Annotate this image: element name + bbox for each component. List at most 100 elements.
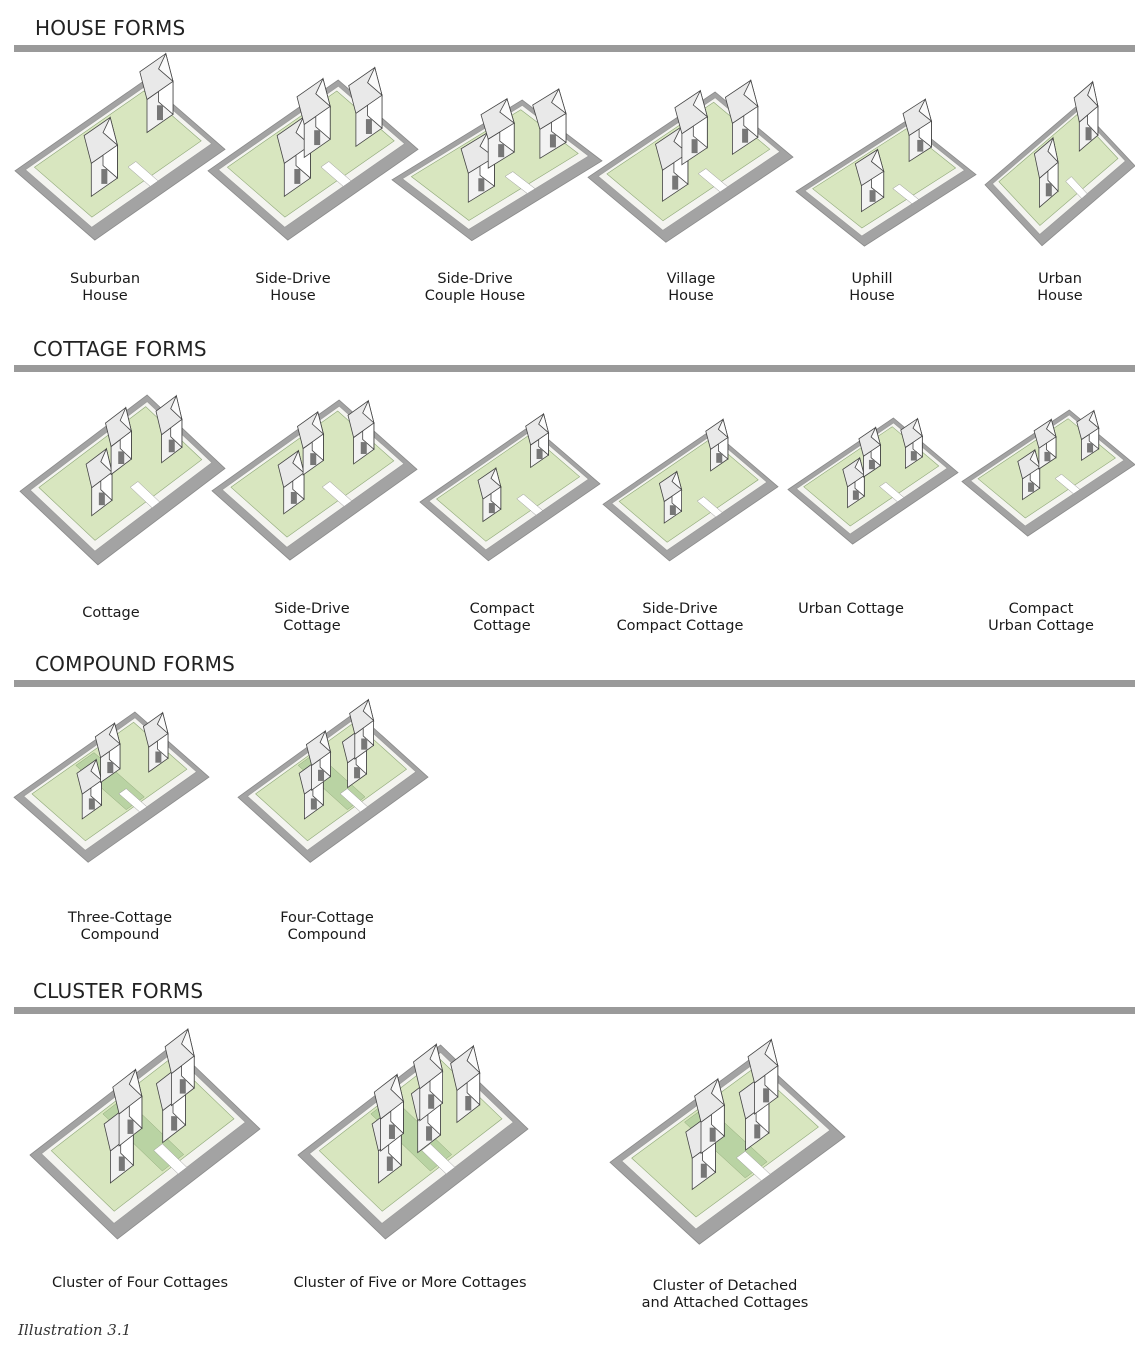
cluster-illustration	[609, 1038, 846, 1245]
house-window	[1085, 127, 1092, 141]
house-window	[168, 439, 175, 453]
house-window	[742, 128, 749, 143]
house-gable	[870, 426, 882, 446]
walkway	[696, 496, 723, 518]
house-gable	[102, 116, 119, 147]
house-window	[314, 130, 321, 146]
label-cottage: Cottage	[82, 605, 140, 621]
house-gable	[1045, 418, 1057, 438]
house-window	[868, 459, 875, 470]
house-window	[88, 798, 95, 810]
house-window	[98, 492, 105, 506]
house-window	[536, 448, 543, 460]
compound-illustration	[13, 711, 210, 863]
walkway	[1054, 473, 1081, 495]
house-window	[294, 169, 301, 184]
house-window	[365, 119, 372, 134]
house-gable	[1047, 136, 1059, 164]
house-gable	[158, 52, 174, 83]
house-window	[426, 1126, 433, 1141]
house-block-illustration	[391, 87, 603, 242]
cottage-block-illustration	[419, 412, 601, 562]
house-window	[318, 769, 325, 781]
label-urban-cottage: Urban Cottage	[798, 601, 904, 617]
house-gable	[538, 412, 550, 434]
house-window	[360, 442, 367, 454]
house-window	[700, 1163, 707, 1178]
house-gable	[362, 698, 375, 722]
house-window	[310, 453, 317, 466]
section-rule	[14, 45, 1135, 52]
house-gable	[671, 470, 683, 491]
house-gable	[311, 410, 325, 436]
cottage-block-illustration	[961, 409, 1135, 537]
cottage-block-illustration	[787, 417, 959, 545]
house-window	[118, 451, 125, 464]
house-gable	[1029, 448, 1041, 469]
house-gable	[170, 394, 183, 421]
house-window	[107, 761, 114, 774]
house-window	[669, 505, 676, 515]
house-gable	[362, 399, 375, 425]
house-window	[179, 1079, 186, 1094]
walkway	[697, 168, 729, 193]
house-gable	[912, 417, 924, 438]
house-window	[155, 751, 162, 763]
walkway	[129, 481, 161, 509]
walkway	[320, 161, 352, 187]
compound-illustration	[237, 698, 429, 863]
walkway	[516, 493, 544, 516]
house-window	[549, 134, 556, 148]
house-window	[354, 767, 361, 779]
walkway	[127, 161, 159, 187]
lawn	[618, 438, 759, 543]
label-cluster-of-four-cottages: Cluster of Four Cottages	[51, 1275, 229, 1291]
house-gable	[100, 447, 113, 474]
house-gable	[1087, 80, 1099, 108]
house-window	[917, 139, 924, 152]
house-window	[852, 490, 859, 500]
house-gable	[156, 711, 169, 735]
section-title-house-forms: HOUSE FORMS	[35, 16, 186, 40]
house-gable	[918, 98, 933, 123]
house-gable	[743, 79, 759, 108]
house-gable	[128, 1068, 143, 1098]
house-window	[1028, 482, 1035, 492]
house-window	[672, 175, 679, 190]
house-gable	[90, 758, 103, 782]
cottage-block-illustration	[211, 399, 418, 561]
cottage-block-illustration	[19, 394, 226, 566]
house-gable	[551, 87, 567, 115]
house-window	[869, 190, 876, 202]
house-gable	[764, 1038, 779, 1067]
walkway	[736, 1150, 771, 1182]
walkway	[118, 788, 148, 813]
house-window	[101, 169, 108, 184]
house-window	[465, 1095, 472, 1111]
house-gable	[181, 1027, 195, 1058]
house-window	[910, 451, 917, 461]
house-gable	[292, 449, 305, 474]
house-gable	[854, 456, 866, 477]
house-window	[763, 1088, 770, 1103]
house-window	[361, 738, 368, 750]
walkway	[1065, 176, 1088, 199]
walkway	[339, 788, 368, 813]
house-window	[716, 453, 723, 463]
house-window	[709, 1127, 716, 1142]
house-window	[488, 503, 495, 514]
section-rule	[14, 365, 1135, 372]
house-gable	[490, 466, 502, 488]
label-cluster-of-five-or-more-cottages: Cluster of Five or More Cottages	[293, 1275, 527, 1291]
house-gable	[390, 1073, 405, 1103]
house-window	[310, 798, 317, 810]
section-title-cluster-forms: CLUSTER FORMS	[33, 979, 204, 1003]
